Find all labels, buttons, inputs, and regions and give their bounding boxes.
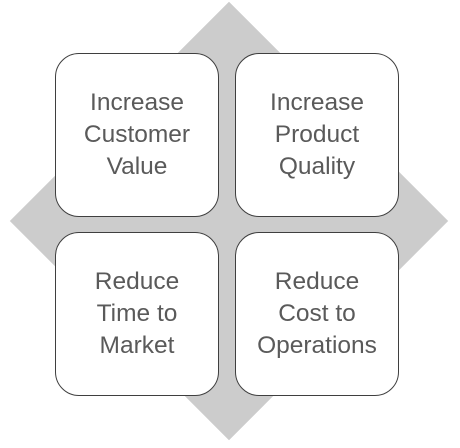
quadrant-reduce-cost-to-operations: Reduce Cost to Operations (235, 232, 399, 396)
quadrant-label: Increase Product Quality (270, 89, 364, 180)
quadrant-increase-product-quality: Increase Product Quality (235, 53, 399, 217)
quadrant-label: Reduce Time to Market (94, 268, 180, 359)
quadrant-reduce-time-to-market: Reduce Time to Market (55, 232, 219, 396)
quadrant-label: Increase Customer Value (83, 89, 191, 180)
quadrant-label: Reduce Cost to Operations (257, 268, 377, 359)
quadrant-increase-customer-value: Increase Customer Value (55, 53, 219, 217)
